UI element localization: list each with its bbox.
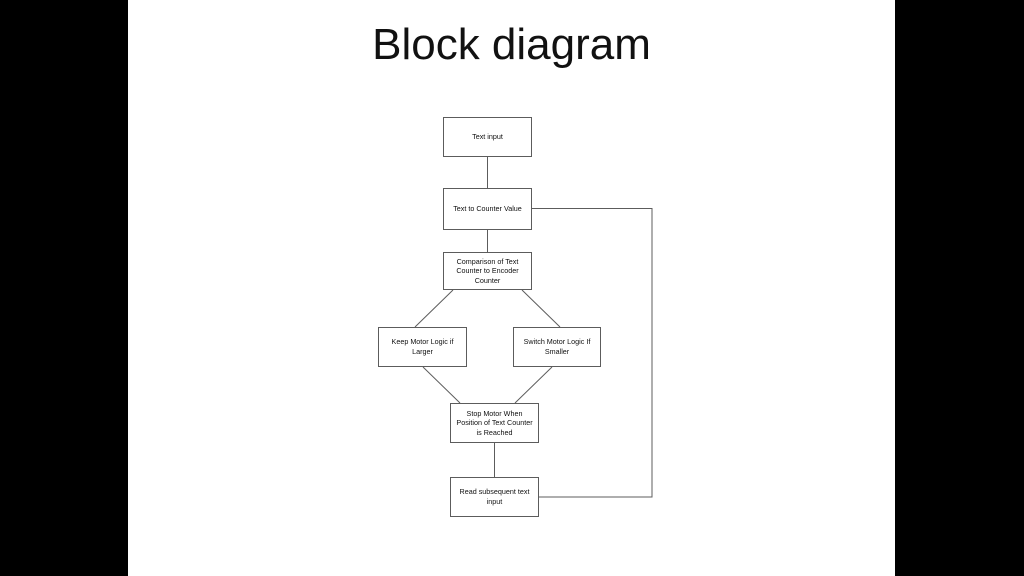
node-text-to-counter-value-label: Text to Counter Value <box>453 204 522 214</box>
node-stop-motor[interactable]: Stop Motor When Position of Text Counter… <box>450 403 539 443</box>
node-text-input-label: Text input <box>472 132 503 142</box>
node-text-input[interactable]: Text input <box>443 117 532 157</box>
node-read-subsequent[interactable]: Read subsequent text input <box>450 477 539 517</box>
page-title: Block diagram <box>372 20 651 69</box>
edge-switch-motor-logic-to-stop-motor <box>514 366 553 404</box>
block-diagram: Text input Text to Counter Value Compari… <box>128 0 895 576</box>
node-text-to-counter-value[interactable]: Text to Counter Value <box>443 188 532 230</box>
node-keep-motor-logic-label: Keep Motor Logic if Larger <box>391 337 454 356</box>
edge-keep-motor-logic-to-stop-motor <box>422 366 461 404</box>
edge-comparison-to-keep-motor-logic <box>414 289 454 328</box>
edge-comparison-to-switch-motor-logic <box>521 289 561 328</box>
presentation-slide: Block diagram Text input Text to Counter… <box>128 0 895 576</box>
node-stop-motor-label: Stop Motor When Position of Text Counter… <box>456 408 533 437</box>
node-comparison[interactable]: Comparison of Text Counter to Encoder Co… <box>443 252 532 290</box>
node-keep-motor-logic[interactable]: Keep Motor Logic if Larger <box>378 327 467 367</box>
node-switch-motor-logic-label: Switch Motor Logic If Smaller <box>523 337 591 356</box>
node-read-subsequent-label: Read subsequent text input <box>459 487 530 506</box>
node-comparison-label: Comparison of Text Counter to Encoder Co… <box>456 256 519 285</box>
node-switch-motor-logic[interactable]: Switch Motor Logic If Smaller <box>513 327 601 367</box>
